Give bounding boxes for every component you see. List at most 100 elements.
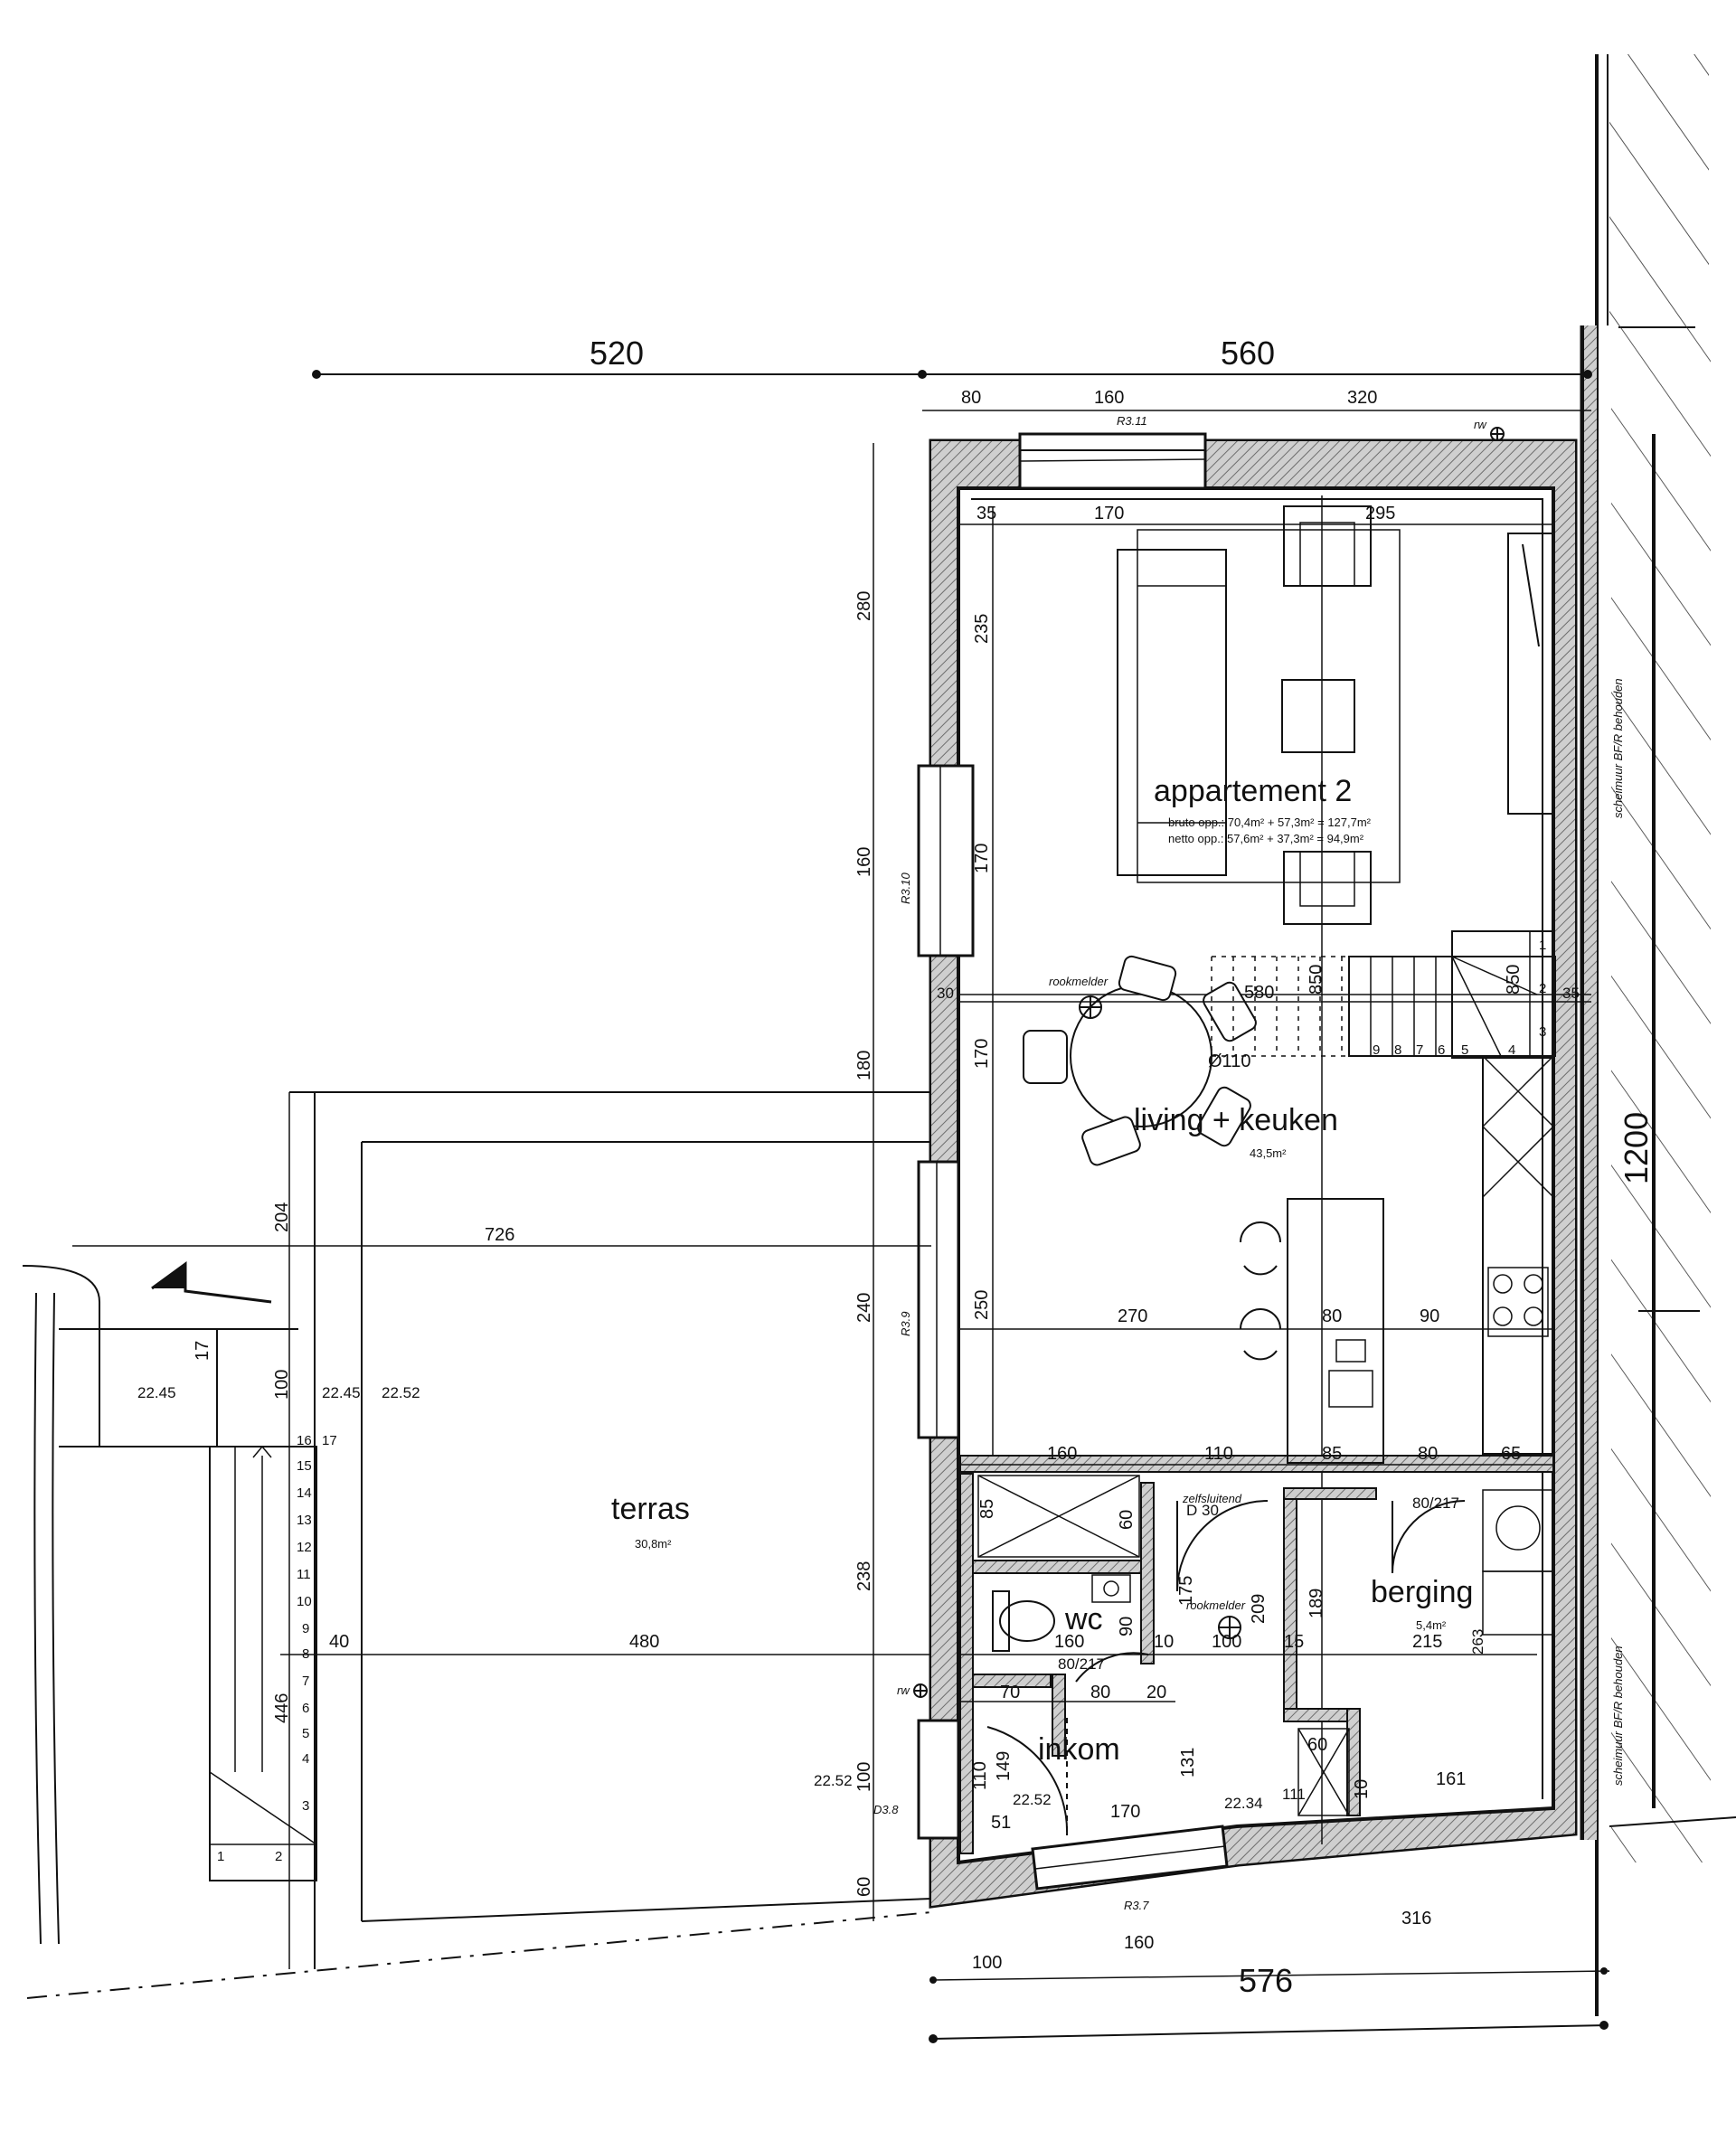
rainwater-icon-1 xyxy=(1490,427,1505,441)
dim-left-100: 100 xyxy=(854,1762,874,1792)
step-left-7: 7 xyxy=(302,1674,309,1689)
cabinet xyxy=(1507,533,1554,815)
smoke-detector-label-1: rookmelder xyxy=(1049,975,1109,988)
window-d38 xyxy=(917,1719,960,1840)
level-1: 22.45 xyxy=(137,1384,176,1401)
dim-top-320: 320 xyxy=(1347,388,1377,408)
terrace-area: 30,8m² xyxy=(635,1537,672,1551)
dim-top-right: 560 xyxy=(1221,335,1275,372)
bruto-area: bruto opp.: 70,4m² + 57,3m² = 127,7m² xyxy=(1168,816,1372,829)
level-5: 22.52 xyxy=(1013,1791,1052,1808)
step-left-6: 6 xyxy=(302,1701,309,1716)
dim-entry-inner-60: 60 xyxy=(1307,1735,1327,1755)
dim-lower-160: 160 xyxy=(1047,1444,1077,1464)
dim-terrace-17: 17 xyxy=(193,1341,212,1361)
dim-entry-inner-149: 149 xyxy=(994,1751,1014,1781)
bar-stool-1 xyxy=(1240,1221,1281,1243)
dim-entry-inner-131: 131 xyxy=(1178,1748,1198,1778)
step-left-13: 13 xyxy=(297,1513,312,1528)
toilet-icon xyxy=(992,1590,1055,1652)
smoke-detector-label-2: rookmelder xyxy=(1186,1598,1246,1612)
window-tag-r39: R3.9 xyxy=(899,1312,912,1336)
step-left-16: 16 xyxy=(297,1433,312,1448)
netto-area: netto opp.: 57,6m² + 37,3m² = 94,9m² xyxy=(1168,832,1364,845)
overall-dimensions: 520 560 80 160 320 100 160 316 576 1200 xyxy=(312,335,1655,2043)
rainwater-icon-2 xyxy=(913,1683,928,1698)
window-tag-r311: R3.11 xyxy=(1117,414,1147,428)
dim-left-240: 240 xyxy=(854,1293,874,1323)
window-r39 xyxy=(917,1160,960,1439)
dim-lower-85: 85 xyxy=(1322,1444,1342,1464)
step-right-4: 4 xyxy=(1508,1042,1515,1058)
dim-wc-90: 90 xyxy=(1117,1617,1137,1636)
living-area: 43,5m² xyxy=(1250,1146,1287,1160)
dim-lower-65: 65 xyxy=(1501,1444,1521,1464)
sofa xyxy=(1117,549,1227,876)
furniture xyxy=(977,505,1554,1816)
dim-left-280: 280 xyxy=(854,591,874,621)
dim-left-180: 180 xyxy=(854,1051,874,1080)
terrace: terras 30,8m² 726 204 100 17 446 40 480 … xyxy=(22,1091,932,1999)
dim-inner-top-170: 170 xyxy=(1094,504,1124,523)
dim-storage-189: 189 xyxy=(1307,1589,1326,1618)
dim-entry-inner-51: 51 xyxy=(991,1813,1011,1833)
cooktop xyxy=(1487,1267,1549,1337)
kitchen-island xyxy=(1287,1198,1384,1464)
dim-entry-inner-110: 110 xyxy=(970,1761,990,1790)
dim-terrace-446: 446 xyxy=(272,1693,292,1723)
dim-stair-30: 30 xyxy=(937,985,954,1002)
dim-bottom-160: 160 xyxy=(1124,1933,1154,1953)
interior-dimensions: 35 170 295 235 170 170 250 580 850 850 Ø… xyxy=(937,504,1591,1833)
dim-top-80: 80 xyxy=(961,388,981,408)
dining-chairs xyxy=(1023,955,1257,1166)
dim-terrace-100: 100 xyxy=(272,1370,292,1400)
door-tag-d30: D 30 xyxy=(1186,1502,1219,1519)
dim-entry-160: 160 xyxy=(1054,1632,1084,1652)
dim-kitchen-90: 90 xyxy=(1420,1306,1439,1326)
doors xyxy=(986,1500,1466,1836)
stair-right-dashed xyxy=(1211,956,1349,1057)
dim-lower-110: 110 xyxy=(1204,1444,1233,1464)
dim-entry-40: 40 xyxy=(329,1632,349,1652)
storage-area: 5,4m² xyxy=(1416,1618,1447,1632)
room-labels: appartement 2 bruto opp.: 70,4m² + 57,3m… xyxy=(1038,774,1473,1767)
dim-table-110: Ø110 xyxy=(1208,1051,1250,1071)
dim-inner-left-170a: 170 xyxy=(972,844,992,873)
dim-top-160: 160 xyxy=(1094,388,1124,408)
rainwater-label-1: rw xyxy=(1474,418,1487,431)
step-right-8: 8 xyxy=(1394,1042,1401,1058)
dim-left-160: 160 xyxy=(854,847,874,877)
top-dimension-labels: 80 160 320 xyxy=(961,388,1377,408)
dim-bottom-316: 316 xyxy=(1401,1909,1431,1928)
dim-entry-480: 480 xyxy=(629,1632,659,1652)
smoke-detector-icon-2 xyxy=(1218,1616,1241,1639)
dim-kitchen-80: 80 xyxy=(1322,1306,1342,1326)
dim-terrace-726: 726 xyxy=(485,1225,514,1245)
annotations: rookmelder rookmelder zelfsluitend rw rw xyxy=(897,418,1505,1698)
step-right-3: 3 xyxy=(1539,1024,1546,1040)
technical-unit xyxy=(1297,1728,1350,1816)
coffee-table xyxy=(1281,679,1355,753)
step-left-4: 4 xyxy=(302,1751,309,1767)
dim-entry-10: 10 xyxy=(1154,1632,1174,1652)
dim-right-1200: 1200 xyxy=(1618,1112,1655,1184)
entry-name: inkom xyxy=(1038,1732,1120,1767)
step-left-11: 11 xyxy=(297,1567,311,1582)
dim-bottom-100: 100 xyxy=(972,1953,1002,1973)
stair-left xyxy=(209,1445,317,1881)
dim-entry-215: 215 xyxy=(1412,1632,1442,1652)
dim-lower-80: 80 xyxy=(1418,1444,1438,1464)
dim-left-238: 238 xyxy=(854,1561,874,1591)
step-left-17: 17 xyxy=(322,1433,337,1448)
stair-step-numbers-right: 1 2 3 4 5 6 7 8 9 xyxy=(1373,938,1546,1058)
dim-stair-580: 580 xyxy=(1244,983,1274,1003)
level-6: 22.34 xyxy=(1224,1795,1263,1812)
washing-machine xyxy=(1482,1489,1554,1636)
dim-entry-inner-80: 80 xyxy=(1090,1683,1110,1702)
self-closing-label: zelfsluitend xyxy=(1182,1492,1242,1505)
window-tag-r37: R3.7 xyxy=(1124,1899,1149,1912)
storage-name: berging xyxy=(1371,1575,1473,1609)
step-left-2: 2 xyxy=(275,1849,282,1864)
window-tag-r310: R3.10 xyxy=(899,872,912,904)
step-left-8: 8 xyxy=(302,1646,309,1662)
